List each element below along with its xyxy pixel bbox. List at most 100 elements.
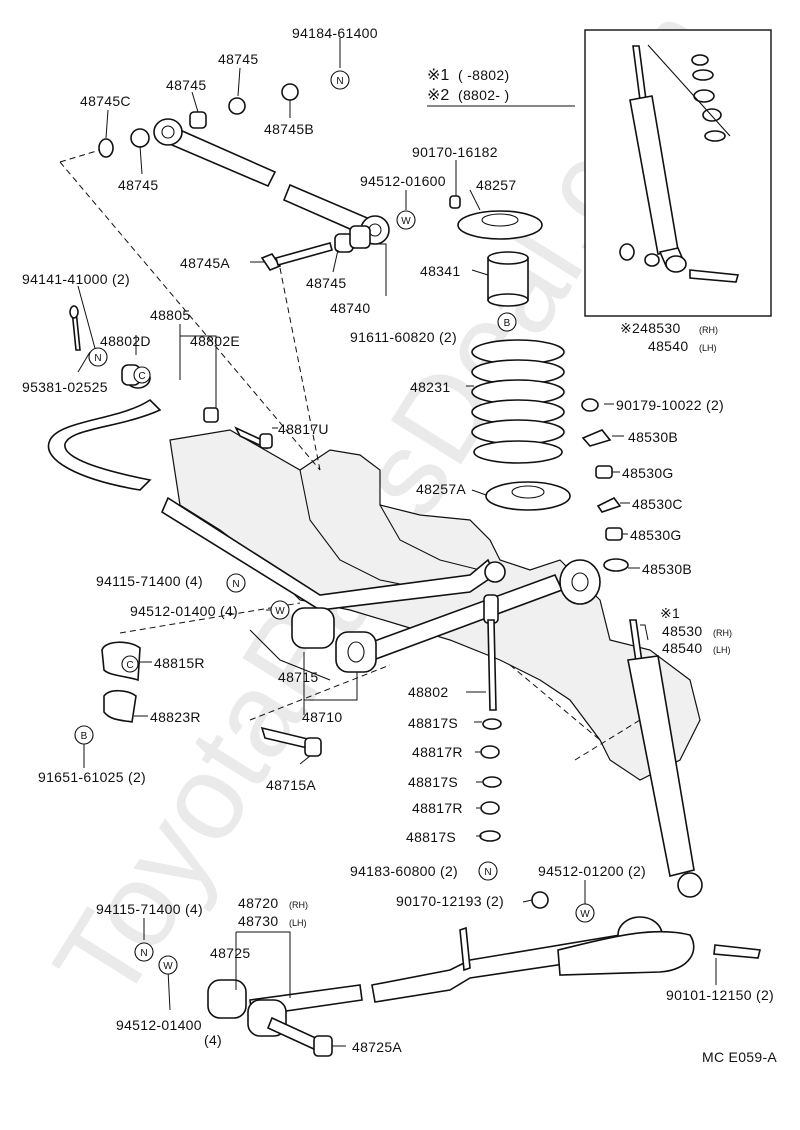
- legend-block: ※1 ( -8802) ※2 (8802- ): [427, 67, 575, 107]
- part-label: 94183-60800 (2): [350, 863, 458, 879]
- part-label: 48257A: [416, 481, 466, 497]
- part-label: 48745B: [264, 121, 314, 137]
- legend-mark-2: ※2: [427, 87, 449, 104]
- svg-text:N: N: [484, 867, 491, 878]
- part-label: 48730: [238, 913, 278, 929]
- part-label: 48815R: [154, 655, 205, 671]
- guide-line: [59, 149, 101, 163]
- bump-stopper-48341: [487, 251, 529, 307]
- part-label: 48817U: [278, 421, 329, 437]
- part-label: 48715A: [266, 777, 316, 793]
- part-label: (LH): [289, 918, 307, 928]
- part-label: 48802E: [190, 333, 240, 349]
- part-label: 48817R: [412, 800, 463, 816]
- part-label: 48715: [278, 669, 318, 685]
- marker-w: W: [270, 600, 290, 620]
- legend-range-1: ( -8802): [458, 67, 509, 83]
- part-label: 95381-02525: [22, 379, 108, 395]
- marker-c: C: [121, 655, 139, 673]
- part-label: 48540: [662, 640, 702, 656]
- vehicle-body-floor: [169, 429, 701, 781]
- part-label: (4): [204, 1032, 222, 1048]
- part-label: 48817R: [412, 744, 463, 760]
- marker-b: B: [74, 725, 94, 745]
- spring-seat-48257: [449, 195, 543, 240]
- shock-absorber-inset: [584, 29, 772, 317]
- marker-b: B: [497, 312, 517, 332]
- part-label: 48745C: [80, 93, 131, 109]
- part-label: 94512-01200 (2): [538, 863, 646, 879]
- coil-spring-48231: [471, 339, 565, 464]
- shock-bushings-48530: [581, 398, 629, 572]
- part-label: 48817S: [406, 829, 456, 845]
- part-label: 48745: [218, 51, 258, 67]
- marker-n: N: [478, 861, 498, 881]
- legend-range-2: (8802- ): [458, 87, 509, 103]
- part-label: 94512-01400: [116, 1017, 202, 1033]
- part-label: (LH): [713, 645, 731, 655]
- part-label: 90101-12150 (2): [666, 987, 774, 1003]
- part-label: 48745A: [180, 255, 230, 271]
- guide-line: [249, 664, 391, 721]
- marker-c: C: [133, 366, 151, 384]
- marker-n: N: [330, 70, 350, 90]
- bolt-48745A: [260, 225, 371, 271]
- part-label: 48720: [238, 895, 278, 911]
- lateral-rod-48710: [260, 559, 601, 757]
- marker-w: W: [575, 903, 595, 923]
- svg-text:W: W: [275, 606, 285, 617]
- guide-line: [119, 602, 301, 634]
- part-label: 91611-60820 (2): [350, 329, 457, 345]
- leader-lines: [77, 38, 717, 1047]
- part-label: ※248530: [620, 320, 681, 336]
- bushing-brackets-left: [101, 641, 141, 723]
- part-label: 48802: [408, 684, 448, 700]
- marker-n: N: [88, 347, 108, 367]
- part-label: 48341: [420, 263, 460, 279]
- part-label: 48725A: [352, 1039, 402, 1055]
- part-labels: 94184-61400 48745 48745 48745C 48745B 48…: [22, 25, 777, 1065]
- part-label: 91651-61025 (2): [38, 769, 146, 785]
- part-label: 48231: [410, 379, 450, 395]
- svg-text:N: N: [336, 76, 343, 87]
- upper-control-arm-48740: [153, 118, 390, 245]
- part-label: 48740: [330, 300, 370, 316]
- part-label: ※1: [660, 605, 680, 621]
- svg-text:N: N: [140, 948, 147, 959]
- svg-text:N: N: [94, 353, 101, 364]
- part-label: 48745: [118, 177, 158, 193]
- bushing-48745-top: [98, 83, 299, 158]
- marker-w: W: [158, 955, 178, 975]
- cotter-pin-95381: [69, 305, 81, 351]
- part-label: 48530G: [630, 527, 682, 543]
- shock-absorber-48530: [627, 619, 703, 898]
- part-label: 90170-12193 (2): [396, 893, 504, 909]
- spring-seat-48257A: [485, 481, 571, 511]
- part-label: 48530B: [642, 561, 692, 577]
- part-label: 48805: [150, 307, 190, 323]
- part-label: 48745: [306, 275, 346, 291]
- part-label: 94115-71400 (4): [96, 573, 203, 589]
- part-label: 94141-41000 (2): [22, 271, 130, 287]
- part-label: 48745: [166, 77, 206, 93]
- part-label: 90179-10022 (2): [616, 397, 724, 413]
- part-label: 48802D: [100, 333, 151, 349]
- part-label: 48530: [662, 623, 702, 639]
- part-label: 48540: [648, 338, 688, 354]
- svg-text:W: W: [580, 909, 590, 920]
- part-label: 48530B: [628, 429, 678, 445]
- guide-line: [279, 267, 321, 471]
- part-label: 94184-61400: [292, 25, 378, 41]
- part-label: (RH): [699, 325, 718, 335]
- part-label: 94512-01600: [360, 173, 446, 189]
- svg-text:B: B: [504, 318, 511, 329]
- part-label: 94115-71400 (4): [96, 901, 203, 917]
- guide-line: [574, 719, 641, 761]
- part-label: 90170-16182: [412, 144, 498, 160]
- marker-w: W: [396, 210, 416, 230]
- part-label: 94512-01400 (4): [130, 603, 238, 619]
- part-label: (RH): [289, 900, 308, 910]
- marker-n: N: [134, 942, 154, 962]
- part-label: 48710: [302, 709, 342, 725]
